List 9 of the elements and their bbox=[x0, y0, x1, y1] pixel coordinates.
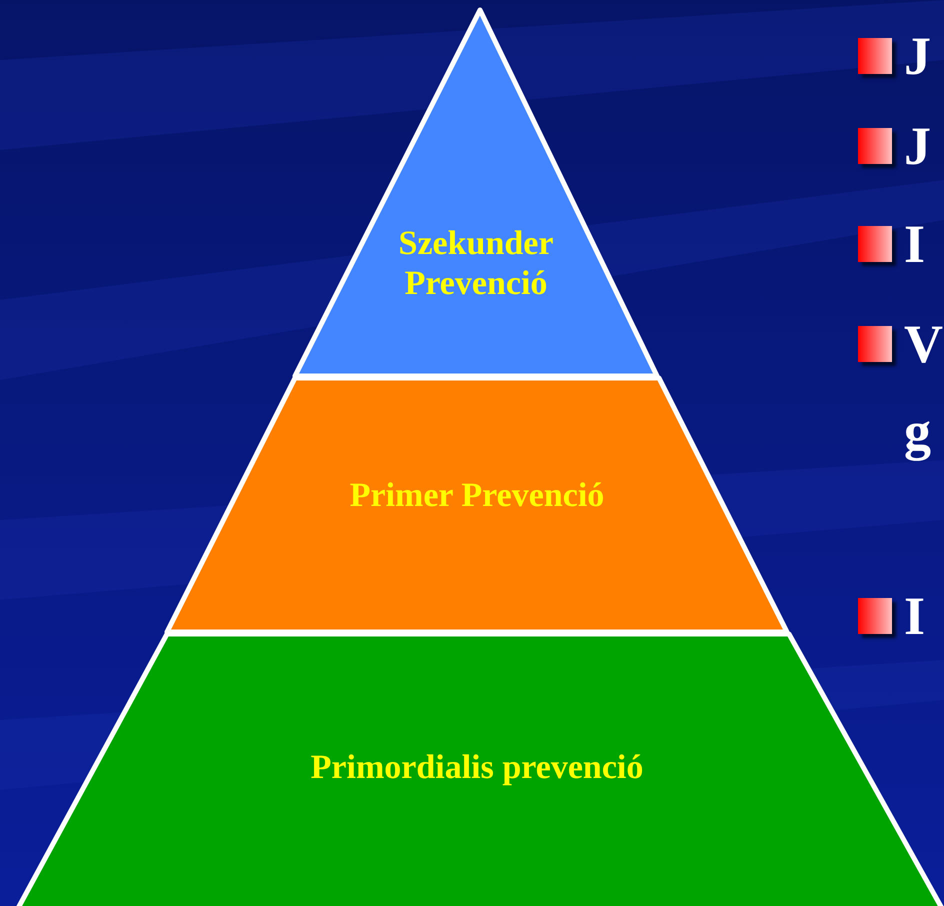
bullet-text: g bbox=[904, 401, 931, 461]
bullet-text: J bbox=[904, 26, 931, 86]
bullet-text: I bbox=[904, 586, 926, 646]
bullet-text: J bbox=[904, 116, 931, 176]
tier-label: Szekunder Prevenció bbox=[398, 224, 554, 304]
tier-label: Primordialis prevenció bbox=[310, 748, 644, 788]
bullet-text: V bbox=[904, 314, 943, 374]
tier-label: Primer Prevenció bbox=[348, 476, 606, 516]
bullet-text: I bbox=[904, 214, 926, 274]
